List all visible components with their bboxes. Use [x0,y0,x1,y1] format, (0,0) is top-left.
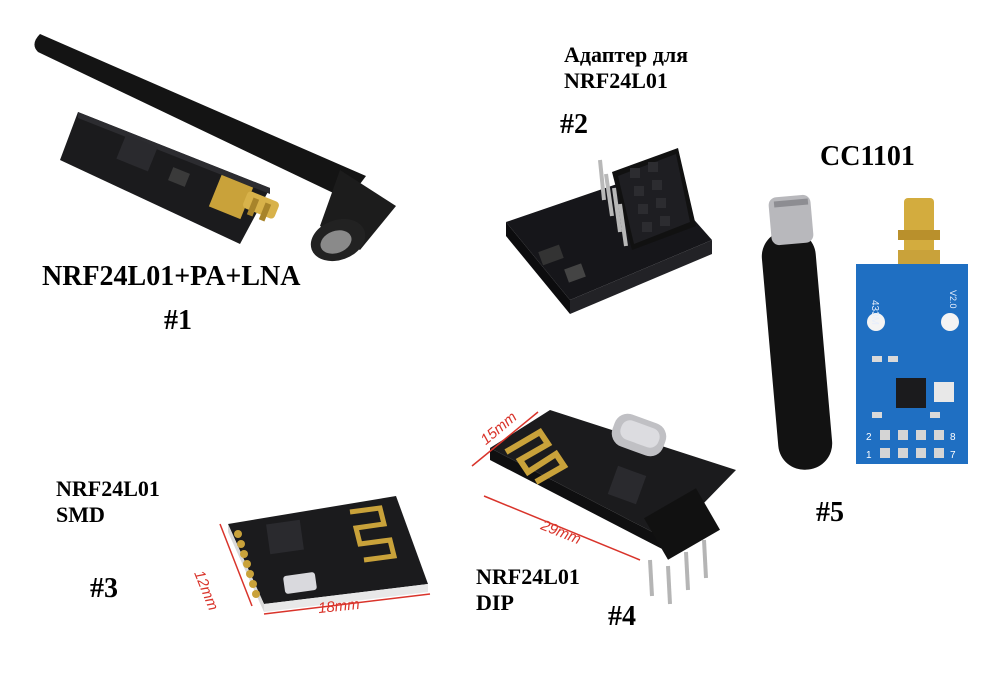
cc1101-module: 433M V2.0 2 8 1 7 [761,194,968,470]
module-4-index: #4 [608,601,636,632]
module-2-name: Адаптер для NRF24L01 [564,42,689,93]
cc1101-pcb [856,264,968,464]
module-5-index: #5 [816,497,844,528]
nrf24l01-adapter-module [506,148,712,314]
module-3-index: #3 [90,573,118,604]
cc1101-antenna [761,230,833,470]
nrf24l01-pa-lna-module [34,34,396,262]
cc1101-pin-label: 8 [950,432,956,443]
module-5-name: CC1101 [820,141,915,172]
cc1101-version-text: V2.0 [948,290,958,309]
module-2-index: #2 [560,109,588,140]
sma-connector [208,174,279,222]
cc1101-pin-label: 1 [866,450,872,461]
module-4-name: NRF24L01 DIP [476,564,580,615]
pcb-trace-antenna [504,427,569,485]
cc1101-pin-label: 7 [950,450,956,461]
pcb-board [60,112,270,244]
nrf24l01-dip-module [490,410,736,605]
module-1-index: #1 [164,305,192,336]
module-3-name: NRF24L01 SMD [56,476,160,527]
cc1101-band-text: 433M [869,300,880,325]
cc1101-pin-label: 2 [866,432,872,443]
nrf24l01-smd-module [228,496,428,612]
dimension-lines [219,411,641,615]
antenna-body [34,34,366,200]
module-1-name: NRF24L01+PA+LNA [42,261,301,292]
